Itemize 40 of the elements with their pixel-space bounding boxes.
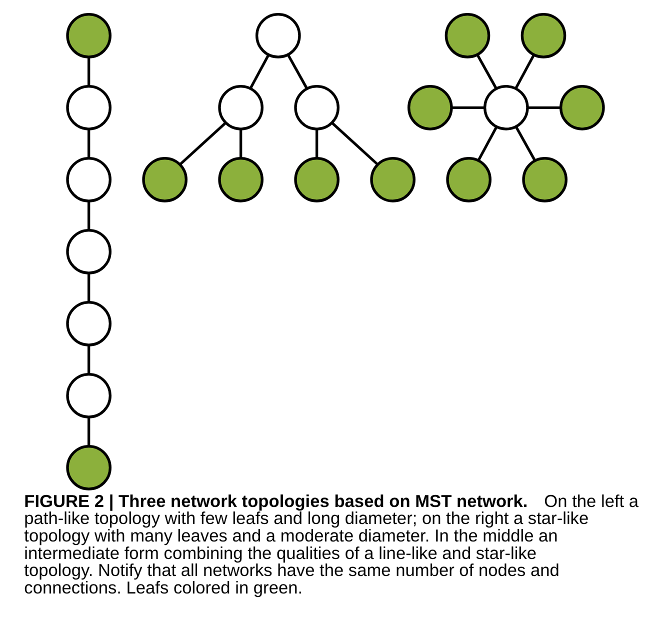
node-circle [446, 157, 492, 202]
node-circle [560, 85, 605, 130]
connector [88, 273, 90, 302]
node-circle [294, 85, 340, 130]
node-circle [66, 229, 112, 274]
connector [88, 57, 90, 86]
node-circle [408, 85, 453, 130]
node-circle [66, 157, 112, 202]
node-circle [370, 157, 416, 202]
connector [88, 345, 90, 374]
node-circle [520, 13, 566, 58]
connector [286, 54, 308, 89]
connector [476, 54, 498, 89]
node-circle [66, 445, 112, 490]
connector [179, 122, 226, 166]
node-circle [66, 373, 112, 418]
node-circle [294, 157, 340, 202]
node-circle [142, 157, 188, 202]
node-circle [66, 85, 112, 130]
connector [331, 122, 378, 166]
connector [240, 129, 242, 158]
node-circle [218, 85, 264, 130]
connector [88, 201, 90, 230]
connector [514, 126, 536, 161]
connector [452, 106, 485, 109]
node-circle [444, 13, 490, 58]
node-circle [66, 13, 112, 58]
connector [514, 54, 536, 89]
caption: FIGURE 2 | Three network topologies based on MST network. On the left a path-like topology with few leafs and long diameter; on the right a star-like topology with many leaves and a moderate diameter. In the middle an intermediate form combining the qualities of a line-like and star-like topology. Notify that all networks have the same number of nodes and connections. Leafs colored in green. [24, 490, 639, 598]
node-circle [484, 85, 529, 130]
connector [528, 106, 561, 109]
node-circle [522, 157, 568, 202]
node-circle [218, 157, 264, 202]
connector [477, 126, 498, 161]
connector [88, 129, 90, 158]
node-circle [256, 13, 301, 58]
node-circle [66, 301, 112, 346]
connector [316, 129, 318, 158]
connector [88, 417, 90, 446]
connector [249, 54, 270, 89]
